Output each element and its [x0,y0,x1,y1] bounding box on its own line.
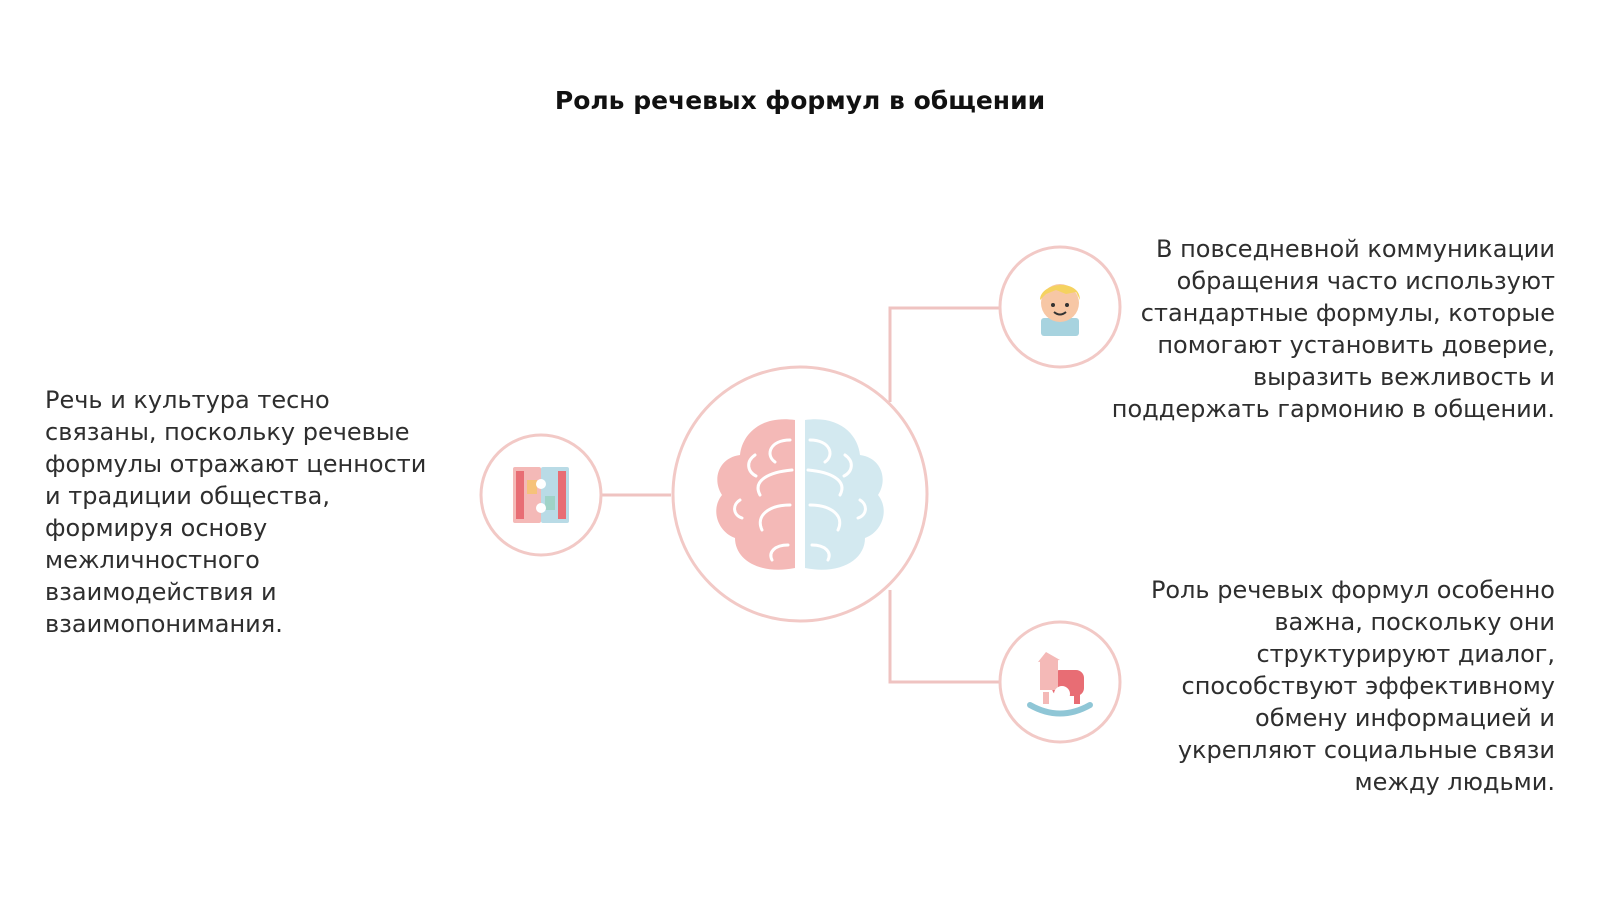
center-ring [671,365,929,623]
page-title: Роль речевых формул в общении [554,86,1046,115]
puzzle-icon [513,467,569,523]
left-node-text: Речь и культура тесно связаны, поскольку… [45,386,427,638]
connector-top-right [888,306,1000,402]
connector-bottom-right [888,590,1000,684]
top-right-node-text: В повседневной коммуникации обращения ча… [1111,235,1555,423]
rocking-horse-icon [1027,652,1093,717]
brain-icon [716,419,884,570]
child-face-icon [1040,284,1080,336]
bottom-right-node-text: Роль речевых формул особенно важна, поск… [1150,576,1555,796]
